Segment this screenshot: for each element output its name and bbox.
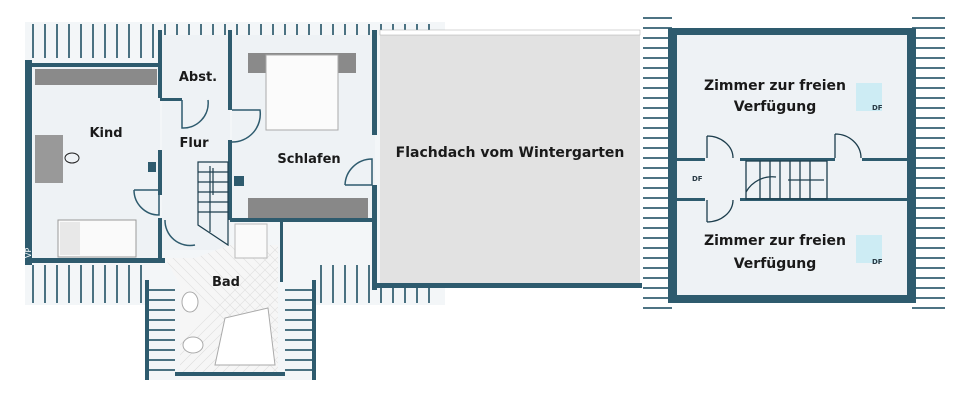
- walls: [25, 30, 642, 380]
- label-schlafen: Schlafen: [277, 152, 340, 167]
- roof-hatching: [643, 17, 945, 309]
- label-flachdach: Flachdach vom Wintergarten: [396, 145, 625, 161]
- label-zimmer-oben-1: Zimmer zur freien: [704, 78, 846, 94]
- room-flur[interactable]: [162, 100, 230, 250]
- skylight-top: [856, 83, 882, 111]
- doors: [133, 99, 373, 247]
- hatch-line: [165, 245, 278, 376]
- label-df-2: DF: [692, 175, 703, 183]
- hatch-line: [219, 245, 278, 376]
- label-df-1: DF: [872, 104, 883, 112]
- label-abst: Abst.: [179, 70, 217, 85]
- label-zimmer-unten-1: Zimmer zur freien: [704, 233, 846, 249]
- label-kind: Kind: [89, 126, 122, 141]
- flat-roof: [380, 35, 640, 283]
- label-bad: Bad: [212, 275, 240, 290]
- room-abstellraum[interactable]: [162, 35, 230, 100]
- hatch-line: [189, 245, 278, 376]
- hatch-line: [179, 245, 278, 376]
- stairs-left: [197, 161, 229, 247]
- label-zimmer-unten-2: Verfügung: [734, 256, 817, 272]
- hatch-line: [239, 245, 278, 376]
- right-inner: [677, 133, 907, 223]
- furniture: [35, 53, 368, 366]
- logo-watermark: VP: [24, 248, 33, 258]
- hatch-line: [229, 245, 278, 376]
- label-zimmer-oben-2: Verfügung: [734, 99, 817, 115]
- label-df-3: DF: [872, 258, 883, 266]
- label-flur: Flur: [179, 136, 209, 151]
- skylight-bottom: [856, 235, 882, 263]
- hatch-line: [249, 245, 278, 376]
